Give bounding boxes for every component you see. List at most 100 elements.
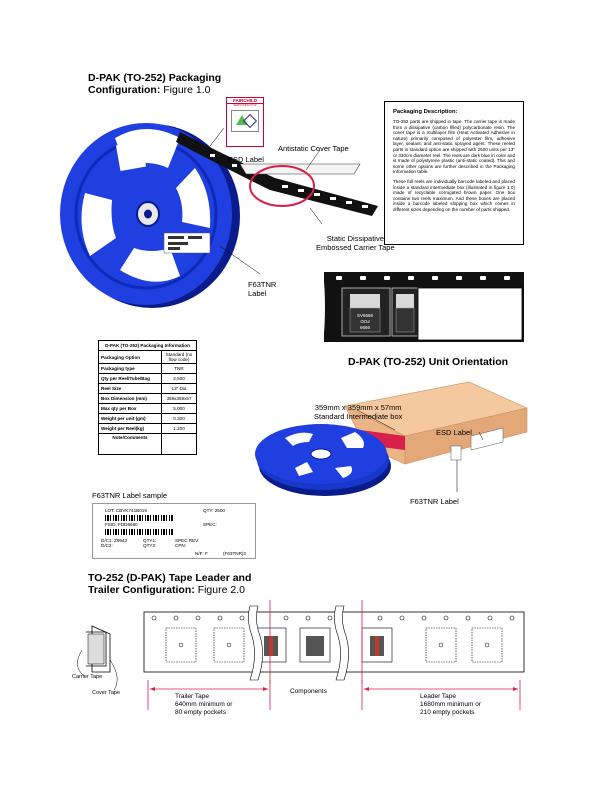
f63-barcode-2 [105, 529, 173, 535]
packaging-description-title: Packaging Description: [393, 109, 458, 115]
section2-title: TO-252 (D-PAK) Tape Leader and Trailer C… [88, 572, 251, 596]
info-note-value [161, 433, 197, 455]
carrier-tape-caption-line2: Embossed Carrier Tape [316, 243, 395, 252]
info-row-key: Packaging Option [98, 350, 162, 364]
box-f63-caption: F63TNR Label [410, 497, 459, 506]
reel-window-bottom [120, 248, 180, 282]
f63-dc1: D/C1: Z9942 [101, 538, 128, 543]
section1-figure-ref: Figure 1.0 [163, 84, 211, 96]
info-row-value: 5,000 [161, 403, 197, 414]
esd-label-caption: ESD Label [228, 155, 264, 164]
packaging-description-para1: TO-252 parts are shipped in tape. The ca… [393, 119, 515, 175]
leader-tape-caption: Leader Tape 1680mm minimum or 210 empty … [420, 693, 481, 717]
f63tnr-sample-caption: F63TNR Label sample [92, 491, 168, 500]
cover-tape-label: Cover Tape [92, 690, 121, 696]
info-row-key: Max qty per Box [98, 403, 162, 414]
carrier-tape-caption-line1: Static Dissipative [326, 234, 384, 243]
leader-trailer-tape [143, 600, 525, 684]
sprocket-holes [151, 615, 515, 621]
section1-title-bold: Configuration: [88, 84, 161, 96]
f63-dc2: D/C2: [101, 543, 113, 548]
dimension-arrows [147, 680, 521, 710]
info-row-value: Standard (no flow code) [161, 350, 197, 364]
svg-text:FDD: FDD [360, 319, 370, 324]
tape-break-marks [248, 605, 349, 681]
fairchild-sub: SEMICONDUCTOR [233, 104, 257, 107]
f63tnr-caption-line1: F63TNR [248, 280, 277, 289]
info-row-value: 1.200 [161, 423, 197, 434]
info-row-value: TNR [161, 363, 197, 374]
fairchild-logo: FAIRCHILD [227, 98, 263, 104]
f63-fsid: FSID: FDD6680 [105, 522, 138, 527]
f63-qty: QTY: 2500 [203, 508, 225, 513]
section2-title-bold: Trailer Configuration: [88, 584, 195, 596]
reel-illustration [60, 123, 378, 308]
packaging-info-table: D-PAK (TO-252) Packaging Information Pac… [98, 340, 197, 455]
box-dimension-line1: 359mm x 359mm x 57mm [314, 403, 402, 412]
f63-qty2: QTY2: [143, 543, 157, 548]
f63-qty1: QTY1: [143, 538, 157, 543]
leader-line1: Leader Tape [420, 693, 457, 700]
info-row-key: Packaging type [98, 363, 162, 374]
f63-spec: SPEC: [203, 522, 217, 527]
leader-line2: 1680mm minimum or [420, 701, 482, 708]
chip-body-1 [349, 307, 381, 333]
f63-barcode-1 [105, 515, 173, 521]
info-row-key: Box Dimension (mm) [98, 393, 162, 404]
info-row-value: 2,500 [161, 373, 197, 384]
svg-text:9999AS: 9999AS [357, 313, 373, 318]
info-row-key: Qty per Reel/Tube/Bag [98, 373, 162, 384]
section2-title-line1: TO-252 (D-PAK) Tape Leader and [88, 572, 252, 584]
box-dimension-line2: Standard Intermediate box [314, 412, 403, 421]
info-row-key: Reel Size [98, 383, 162, 394]
carrier-tape-label: Carrier Tape [72, 674, 103, 680]
trailer-line3: 80 empty pockets [175, 709, 226, 716]
filled-pockets [255, 627, 393, 663]
box-dimension-caption: 359mm x 359mm x 57mm Standard Intermedia… [314, 403, 402, 421]
chip-marking-1: 9999 [359, 325, 370, 330]
section2-figure-ref: Figure 2.0 [197, 584, 245, 596]
packaging-info-header: D-PAK (TO-252) Packaging Information [98, 340, 197, 351]
reel-window-left [81, 193, 116, 256]
f63-lot: LOT: CBVK741B019 [105, 508, 147, 513]
cross-section-component [87, 633, 105, 665]
packaging-description-para2: These full reels are individually barcod… [393, 178, 515, 212]
tape-strip-body [143, 611, 525, 673]
empty-pockets [165, 627, 503, 663]
carrier-tape-strip [176, 132, 378, 216]
f63tnr-sample-card: LOT: CBVK741B019 QTY: 2500 FSID: FDD6680… [92, 503, 256, 559]
unit-orientation-illustration: 9999 FDD 9999AS [321, 269, 524, 345]
box-esd-caption: ESD Label [436, 428, 472, 437]
leader-line3: 210 empty pockets [420, 709, 475, 716]
intermediate-box-illustration [255, 381, 528, 496]
box-f63-label [450, 445, 462, 461]
info-row-value: 359x359x57 [161, 393, 197, 404]
tape-highlight-ellipse [249, 165, 315, 207]
reel-window-right [176, 168, 211, 228]
info-row-value: 0.300 [161, 413, 197, 424]
reel-label-square [115, 140, 147, 172]
f63-code: (F63TNR)3 [223, 551, 246, 556]
info-row-key: Weight per Reel(kg) [98, 423, 162, 434]
f63-cpn: CPN: [175, 543, 186, 548]
f63tnr-caption: F63TNR Label [248, 280, 276, 298]
trailer-line1: Trailer Tape [175, 693, 209, 700]
section1-title-line1: D-PAK (TO-252) Packaging [88, 72, 222, 84]
f63-nf: N/F: F [195, 551, 208, 556]
box-esd-label [470, 427, 504, 451]
tape-cross-section [77, 625, 118, 691]
f63tnr-caption-line2: Label [248, 289, 267, 298]
info-row-value: 13" Dia [161, 383, 197, 394]
packaging-description-box: Packaging Description: TO-252 parts are … [384, 101, 524, 245]
antistatic-cover-tape-caption: Antistatic Cover Tape [278, 144, 349, 153]
esd-warning-icon [231, 110, 259, 132]
orientation-cover-tape [417, 287, 523, 341]
section1-title: D-PAK (TO-252) Packaging Configuration: … [88, 72, 221, 96]
components-label: Components [290, 688, 327, 695]
f63-spec-rev: SPEC REV: [175, 538, 200, 543]
esd-label-card: FAIRCHILD SEMICONDUCTOR [226, 97, 264, 147]
trailer-tape-caption: Trailer Tape 640mm minimum or 80 empty p… [175, 693, 232, 717]
info-note-label: Note/Comments [98, 433, 162, 455]
info-row-key: Weight per unit (gm) [98, 413, 162, 424]
trailer-line2: 640mm minimum or [175, 701, 233, 708]
